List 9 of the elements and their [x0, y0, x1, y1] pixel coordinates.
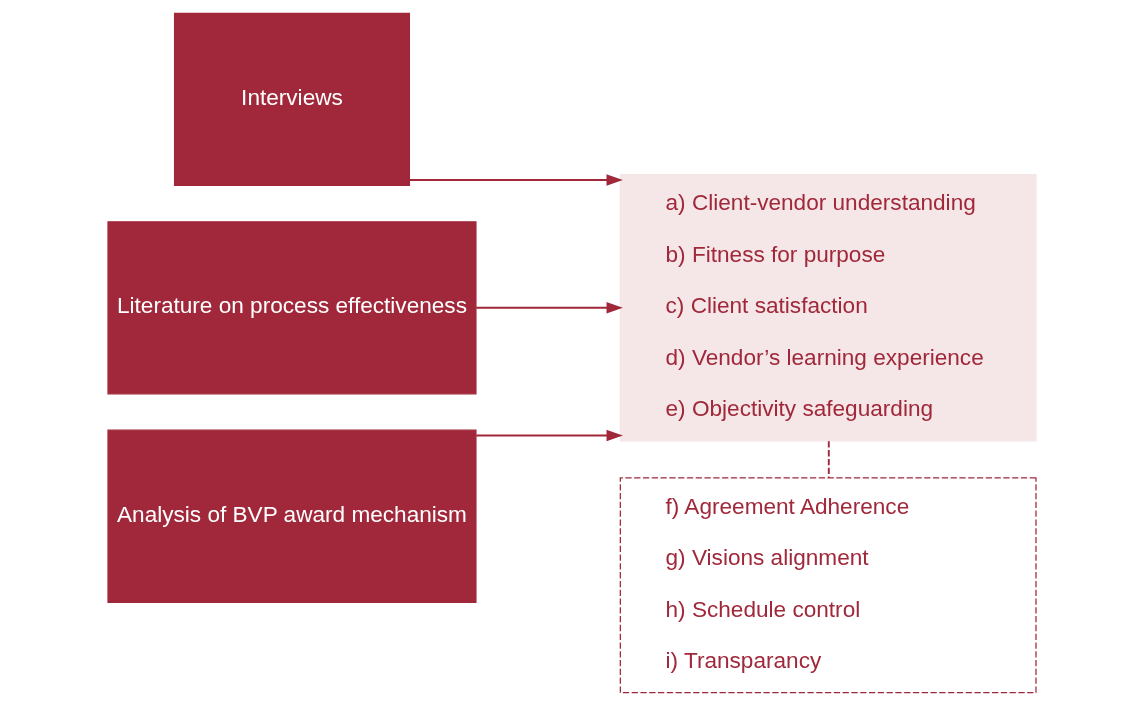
- node-box: f) Agreement Adherence g) Visions alignment h) Schedule control i) Transparancy: [619, 477, 1037, 694]
- node-box: Interviews: [173, 12, 410, 186]
- arrow: [474, 429, 623, 442]
- node-box: Literature on process effectiveness: [106, 221, 477, 395]
- node-box: Analysis of BVP award mechanism: [106, 429, 477, 603]
- node-box: a) Client-vendor understanding b) Fitness for purpose c) Client satisfaction d) Vendor’s learning experience e) Objectivity safeguarding: [619, 174, 1037, 442]
- arrow: [474, 302, 623, 314]
- arrow: [408, 174, 623, 186]
- connector: [827, 440, 830, 479]
